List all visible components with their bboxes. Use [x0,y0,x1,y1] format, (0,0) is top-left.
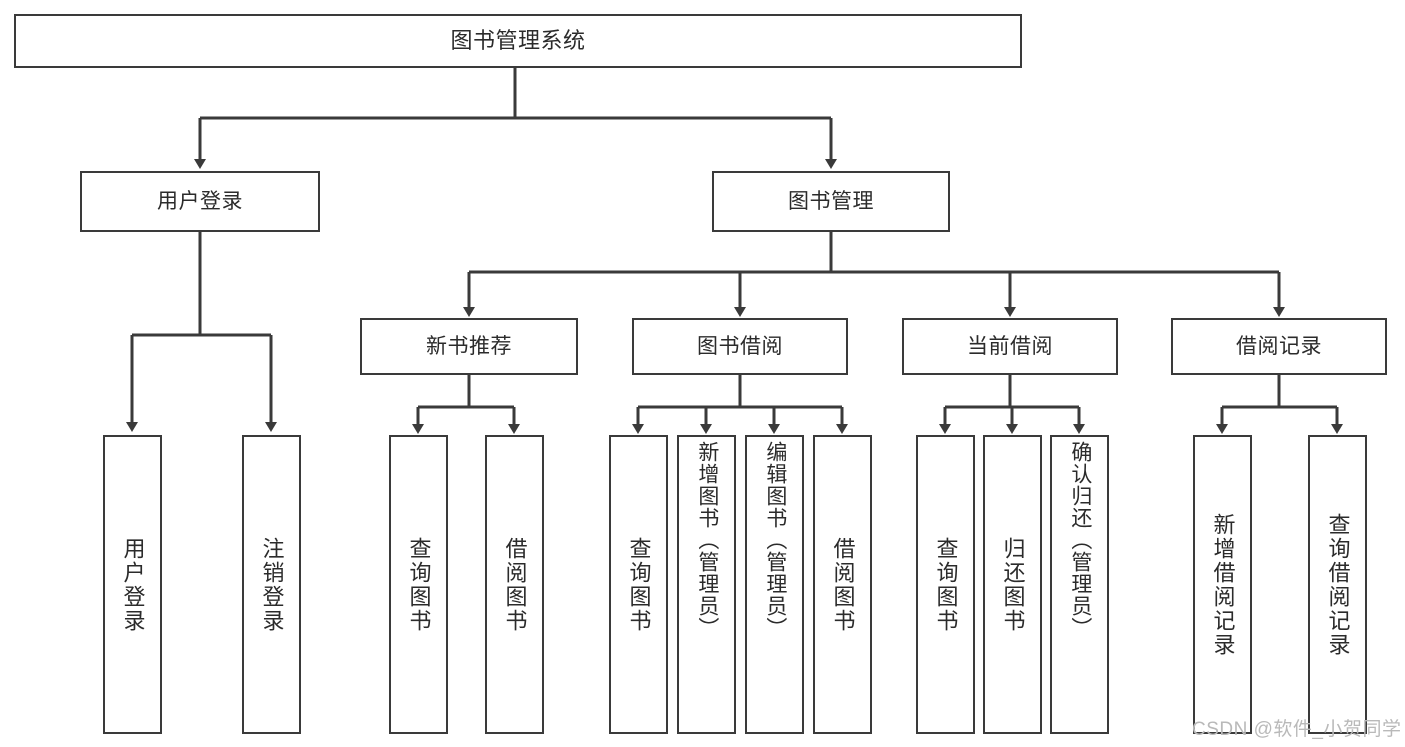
node-leaf-add-book-label: 新增图书（管理员） [695,441,719,639]
watermark: CSDN @软件_小贺同学 [1192,719,1402,740]
node-root[interactable]: 图书管理系统 [14,14,1022,68]
node-leaf-query-record-label: 查询借阅记录 [1325,512,1351,657]
node-leaf-query-book-2-label: 查询图书 [626,536,652,633]
node-leaf-query-book-3[interactable]: 查询图书 [916,435,975,734]
node-user-login-label: 用户登录 [157,189,243,213]
node-borrow-record-label: 借阅记录 [1236,334,1322,358]
node-leaf-query-book-1-label: 查询图书 [406,536,432,633]
node-leaf-add-record[interactable]: 新增借阅记录 [1193,435,1252,734]
node-leaf-query-record[interactable]: 查询借阅记录 [1308,435,1367,734]
node-leaf-borrow-book-1-label: 借阅图书 [502,536,528,633]
node-leaf-user-login-label: 用户登录 [120,536,146,633]
node-leaf-query-book-3-label: 查询图书 [933,536,959,633]
node-leaf-return-book-label: 归还图书 [1000,536,1026,633]
node-leaf-add-book[interactable]: 新增图书（管理员） [677,435,736,734]
node-current-borrow[interactable]: 当前借阅 [902,318,1118,375]
node-leaf-confirm-return-label: 确认归还（管理员） [1068,441,1092,639]
node-leaf-query-book-2[interactable]: 查询图书 [609,435,668,734]
node-leaf-user-login[interactable]: 用户登录 [103,435,162,734]
node-current-borrow-label: 当前借阅 [967,334,1053,358]
node-root-label: 图书管理系统 [450,27,586,53]
node-leaf-borrow-book-2[interactable]: 借阅图书 [813,435,872,734]
node-book-manage-label: 图书管理 [788,189,874,213]
node-leaf-confirm-return[interactable]: 确认归还（管理员） [1050,435,1109,734]
node-leaf-logout[interactable]: 注销登录 [242,435,301,734]
node-leaf-borrow-book-2-label: 借阅图书 [830,536,856,633]
node-new-book-recommend[interactable]: 新书推荐 [360,318,578,375]
node-book-borrow[interactable]: 图书借阅 [632,318,848,375]
node-leaf-edit-book[interactable]: 编辑图书（管理员） [745,435,804,734]
node-leaf-return-book[interactable]: 归还图书 [983,435,1042,734]
node-leaf-add-record-label: 新增借阅记录 [1210,512,1236,657]
node-borrow-record[interactable]: 借阅记录 [1171,318,1387,375]
node-leaf-logout-label: 注销登录 [259,536,285,633]
node-book-borrow-label: 图书借阅 [697,334,783,358]
node-user-login[interactable]: 用户登录 [80,171,320,232]
node-leaf-edit-book-label: 编辑图书（管理员） [763,441,787,639]
node-leaf-borrow-book-1[interactable]: 借阅图书 [485,435,544,734]
node-new-book-recommend-label: 新书推荐 [426,334,512,358]
node-leaf-query-book-1[interactable]: 查询图书 [389,435,448,734]
node-book-manage[interactable]: 图书管理 [712,171,950,232]
